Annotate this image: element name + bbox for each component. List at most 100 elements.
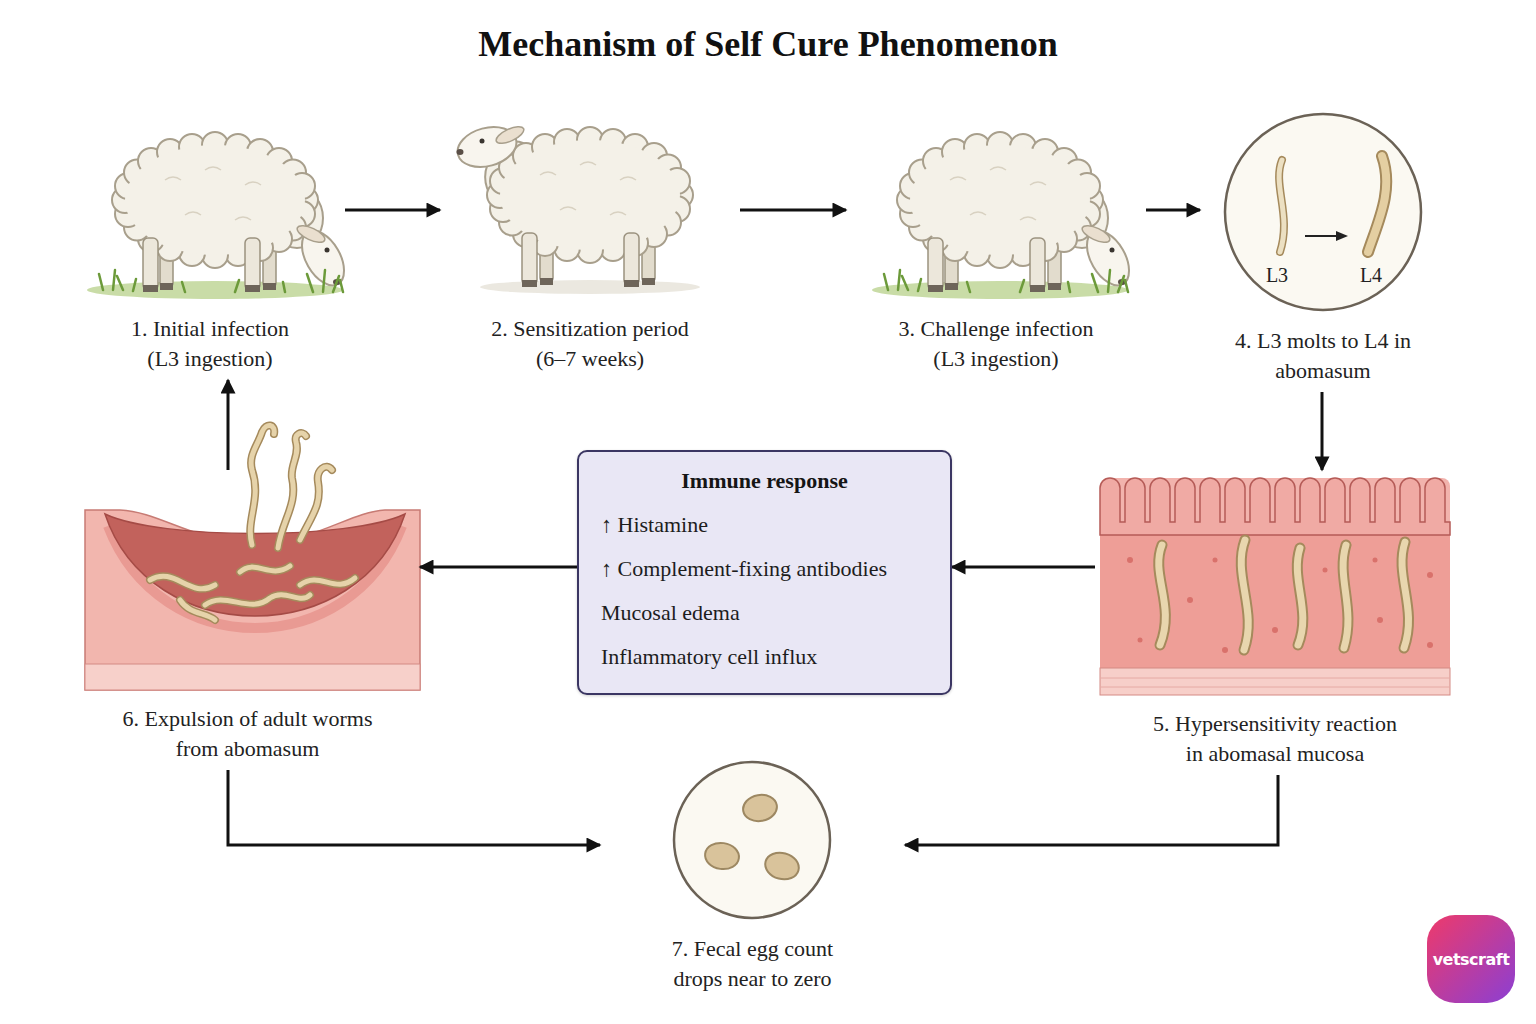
flow-arrow [1321,392,1324,470]
mucosa-drawing [1402,542,1409,648]
expulsion-drawing [205,595,310,605]
larva-molt-drawing [1368,156,1386,252]
mucosa-drawing [1159,545,1166,645]
box-heading: Immune response [601,466,928,496]
egg-count-circle: 7. Fecal egg count drops near to zero [600,755,905,1000]
expulsion-drawing [205,595,310,605]
expulsion-drawing [150,425,355,620]
mucosa-drawing [1241,540,1248,650]
flow-arrow [1146,209,1200,212]
diagram-title: Mechanism of Self Cure Phenomenon [0,22,1536,66]
flow-arrow [740,209,846,212]
mucosa-drawing [1222,647,1228,653]
mucosa-drawing [1377,617,1383,623]
mucosa-drawing [1343,545,1348,648]
expulsion-drawing [240,566,290,572]
egg-drawing [741,792,779,824]
flow-arrow [952,566,1095,569]
box-item: Mucosal edema [601,598,928,628]
mucosa-drawing [1427,642,1433,648]
expulsion-drawing [300,467,332,540]
immune-response-box: Immune response ↑ Histamine ↑ Complement-f… [577,450,952,695]
mucosa-drawing [1241,540,1248,650]
larva-label: L4 [1360,263,1382,287]
expulsion-drawing [250,425,274,545]
mucosa-drawing [1213,558,1218,563]
mucosa-drawing [1427,572,1433,578]
expulsion-drawing [105,514,405,616]
mucosa-drawing [1323,568,1328,573]
sheep-illustration [87,132,353,299]
mucosa-drawing [1100,478,1450,535]
mucosa-drawing [1127,557,1433,653]
mucosa-drawing [1127,557,1133,563]
stage-caption: 4. L3 molts to L4 in abomasum [1234,326,1412,386]
watermark-badge [1427,915,1515,1003]
larva-label: L3 [1266,263,1288,287]
larva-molt-drawing [1305,235,1338,237]
stage-caption: 6. Expulsion of adult worms from abomasu… [113,704,383,764]
flow-arrow [905,775,1278,845]
larva-molt-drawing [1368,156,1386,252]
expulsion-drawing [150,425,355,620]
mucosa-drawing [1159,545,1166,645]
egg-drawing [762,849,802,883]
flow-arrow [420,566,577,569]
expulsion-drawing [150,576,215,589]
expulsion-drawing [300,578,355,585]
mucosa-drawing [1159,540,1409,650]
sheep-illustration [453,121,700,294]
sheep-illustration [872,132,1138,299]
expulsion-drawing [85,425,420,690]
expulsion-drawing [300,467,332,540]
expulsion-drawing [150,576,215,589]
mucosa-drawing [1100,678,1450,687]
expulsion-drawing [250,425,274,545]
stage-caption: 5. Hypersensitivity reaction in abomasal… [1148,709,1403,769]
mucosa-drawing [1402,542,1409,648]
larva-molt-drawing [1279,160,1284,252]
box-item: Inflammatory cell influx [601,642,928,672]
mucosa-drawing [1272,627,1278,633]
flow-arrow [345,209,440,212]
mucosa-drawing [1138,638,1143,643]
expulsion-drawing [278,433,306,548]
watermark: vetscraft [1427,915,1515,1003]
standing-sheep-stage: 2. Sensitization period (6–7 weeks) [440,100,740,380]
mucosa-drawing [1100,478,1450,695]
mucosa-drawing [1343,545,1348,648]
flow-arrow [227,380,230,470]
grazing-sheep-stage: 3. Challenge infection (L3 ingestion) [846,100,1146,380]
mucosa-panel: 5. Hypersensitivity reaction in abomasal… [1095,470,1455,775]
box-item: ↑ Complement-fixing antibodies [601,554,928,584]
expulsion-drawing [85,664,420,690]
grazing-sheep-stage: 1. Initial infection (L3 ingestion) [75,100,345,380]
stage-caption: 3. Challenge infection (L3 ingestion) [890,314,1102,374]
mucosa-drawing [1100,478,1450,695]
stage-caption: 7. Fecal egg count drops near to zero [660,934,845,994]
egg-drawing [674,762,830,918]
mucosa-drawing [1100,522,1450,670]
mucosa-drawing [1373,558,1378,563]
mucosa-drawing [1100,668,1450,695]
flow-arrow [228,770,600,845]
larva-molt-drawing [1225,114,1421,310]
egg-drawing [674,762,830,918]
larva-molt-drawing [1225,114,1421,310]
larva-molt-drawing [1336,231,1348,241]
mucosa-drawing [1297,548,1303,645]
expulsion-drawing [240,566,290,572]
mucosa-drawing [1187,597,1193,603]
box-item: ↑ Histamine [601,510,928,540]
expulsion-drawing [180,600,215,620]
egg-drawing [703,841,740,871]
larva-molt-drawing [1279,160,1284,252]
mucosa-drawing [1159,540,1409,650]
stage-caption: 1. Initial infection (L3 ingestion) [123,314,298,374]
stage-caption: 2. Sensitization period (6–7 weeks) [483,314,698,374]
mucosa-drawing [1297,548,1303,645]
expulsion-panel: 6. Expulsion of adult worms from abomasu… [75,470,420,770]
larva-molt-circle: L3 L4 4. L3 molts to L4 in abomasum [1200,100,1446,392]
expulsion-drawing [300,578,355,585]
